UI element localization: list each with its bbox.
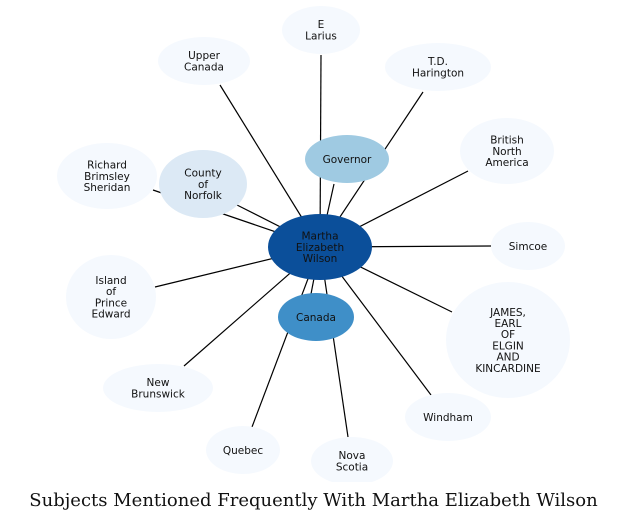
node-e-larius-shape [282, 6, 360, 54]
node-quebec-shape [206, 426, 280, 474]
node-james-earl-of-elgin-label-line: OF [501, 329, 515, 341]
node-td-harington-label-line: T.D. [427, 56, 448, 68]
node-nova-scotia-label-line: Scotia [336, 461, 368, 473]
node-new-brunswick-label-line: New [147, 377, 170, 389]
node-county-of-norfolk-label-line: of [198, 179, 208, 191]
node-island-of-prince-edward-label-line: Prince [95, 297, 127, 309]
node-county-of-norfolk-label-line: Norfolk [184, 190, 223, 202]
node-island-of-prince-edward-label-line: Edward [91, 309, 130, 321]
node-james-earl-of-elgin-label-line: AND [496, 352, 519, 364]
node-richard-brimsley-sheridan-label-line: Sheridan [84, 182, 131, 194]
node-new-brunswick-label-line: Brunswick [131, 388, 186, 400]
node-td-harington-label: T.D.Harington [412, 56, 464, 79]
node-james-earl-of-elgin-label-line: ELGIN [492, 340, 524, 352]
node-upper-canada-label-line: Upper [188, 50, 220, 62]
node-upper-canada-label-line: Canada [184, 61, 224, 73]
node-british-north-america-label-line: America [485, 157, 528, 169]
node-governor-label-line: Governor [323, 154, 372, 166]
node-county-of-norfolk-shape [159, 150, 247, 218]
node-nova-scotia-shape [311, 437, 393, 482]
node-quebec[interactable]: Quebec [206, 426, 280, 474]
node-new-brunswick-shape [103, 364, 213, 412]
node-james-earl-of-elgin-label-line: JAMES, [489, 307, 526, 319]
node-james-earl-of-elgin-label-line: KINCARDINE [475, 363, 540, 375]
node-windham-label: Windham [423, 412, 473, 424]
node-e-larius-label-line: E [318, 19, 325, 31]
node-governor-shape [305, 135, 389, 183]
node-canada-label: Canada [296, 312, 336, 324]
node-governor-label: Governor [323, 154, 372, 166]
node-windham-shape [405, 393, 491, 441]
node-island-of-prince-edward-shape [66, 255, 156, 339]
diagram-caption: Subjects Mentioned Frequently With Marth… [29, 490, 598, 511]
node-richard-brimsley-sheridan-shape [57, 143, 157, 209]
node-quebec-label: Quebec [223, 445, 264, 457]
node-td-harington-label-line: Harington [412, 67, 464, 79]
node-center-label-line: Elizabeth [296, 242, 344, 254]
node-windham-label-line: Windham [423, 412, 473, 424]
node-center-shape [268, 214, 372, 280]
node-county-of-norfolk-label-line: County [184, 168, 221, 180]
node-governor[interactable]: Governor [305, 135, 389, 183]
node-simcoe-label: Simcoe [509, 241, 547, 253]
node-richard-brimsley-sheridan-label-line: Richard [87, 160, 127, 172]
node-simcoe-shape [491, 222, 565, 270]
node-nova-scotia-label-line: Nova [339, 450, 366, 462]
node-center-label-line: Wilson [303, 253, 338, 265]
node-james-earl-of-elgin-shape [446, 282, 570, 398]
node-james-earl-of-elgin-label-line: EARL [495, 318, 522, 330]
node-quebec-label-line: Quebec [223, 445, 264, 457]
node-td-harington[interactable]: T.D.Harington [385, 43, 491, 91]
node-richard-brimsley-sheridan-label-line: Brimsley [84, 171, 130, 183]
node-canada[interactable]: Canada [278, 293, 354, 341]
node-simcoe[interactable]: Simcoe [491, 222, 565, 270]
node-british-north-america-label-line: British [490, 135, 524, 147]
node-simcoe-label-line: Simcoe [509, 241, 547, 253]
node-island-of-prince-edward-label-line: of [106, 286, 116, 298]
node-british-north-america-label-line: North [492, 146, 521, 158]
node-island-of-prince-edward-label-line: Island [95, 275, 126, 287]
node-center-label-line: Martha [301, 231, 338, 243]
node-canada-shape [278, 293, 354, 341]
node-windham[interactable]: Windham [405, 393, 491, 441]
node-e-larius-label-line: Larius [305, 30, 337, 42]
node-canada-label-line: Canada [296, 312, 336, 324]
node-td-harington-shape [385, 43, 491, 91]
node-british-north-america-shape [460, 118, 554, 184]
node-upper-canada-shape [158, 37, 250, 85]
